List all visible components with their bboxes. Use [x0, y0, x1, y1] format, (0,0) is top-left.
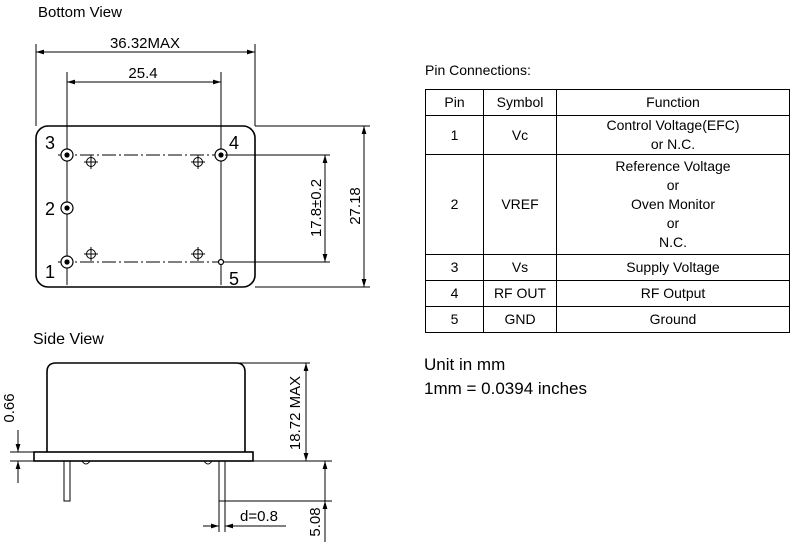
- pin-2-marker: [60, 201, 74, 215]
- bottom-view-title: Bottom View: [38, 4, 122, 21]
- cell-function: RF Output: [556, 280, 790, 307]
- function-line: Reference Voltage: [615, 158, 731, 174]
- cell-symbol: Vs: [483, 254, 557, 281]
- dim-pin-spacing-x: 25.4: [128, 65, 157, 82]
- unit-note: Unit in mm: [424, 355, 506, 374]
- oscillator-base-side: [33, 451, 254, 462]
- dim-overall-height: 27.18: [347, 187, 364, 225]
- function-line: Oven Monitor: [630, 196, 716, 212]
- table-row: 4 RF OUT RF Output: [425, 280, 790, 307]
- bottom-view: 36.32MAX 25.4: [35, 35, 370, 289]
- table-header-row: Pin Symbol Function: [425, 89, 790, 116]
- pin-5-marker: [217, 258, 225, 266]
- standoff-marker: [84, 247, 98, 261]
- cell-symbol: RF OUT: [483, 280, 557, 307]
- cell-function: Reference Voltage or Oven Monitor or N.C…: [556, 154, 790, 255]
- dim-overall-width: 36.32MAX: [110, 35, 180, 52]
- cell-function: Control Voltage(EFC) or N.C.: [556, 115, 790, 155]
- pin-4-marker: [214, 148, 228, 162]
- table-row: 2 VREF Reference Voltage or Oven Monitor…: [425, 154, 790, 255]
- pin-connections-table: Pin Symbol Function 1 Vc Control Voltage…: [425, 89, 790, 333]
- dim-pin-spacing-y: 17.8±0.2: [308, 179, 325, 237]
- cell-pin: 4: [425, 280, 484, 307]
- cell-symbol: Vc: [483, 115, 557, 155]
- function-line: Control Voltage(EFC): [606, 117, 740, 133]
- cell-function: Ground: [556, 306, 790, 333]
- pin-1-marker: [60, 255, 74, 269]
- function-line: Ground: [649, 311, 697, 327]
- cell-pin: 3: [425, 254, 484, 281]
- dim-body-height: 18.72 MAX: [287, 376, 304, 450]
- cell-symbol: GND: [483, 306, 557, 333]
- function-line: RF Output: [640, 285, 706, 301]
- pin-label-1: 1: [45, 262, 55, 282]
- cell-pin: 1: [425, 115, 484, 155]
- side-view: 18.72 MAX 0.66 5.08 d=0.8: [1, 362, 332, 542]
- oscillator-body-bottom: [35, 125, 256, 288]
- function-line: Supply Voltage: [626, 259, 720, 275]
- table-row: 3 Vs Supply Voltage: [425, 254, 790, 281]
- header-symbol: Symbol: [483, 89, 557, 116]
- side-view-title: Side View: [33, 331, 104, 348]
- table-row: 5 GND Ground: [425, 306, 790, 333]
- cell-pin: 5: [425, 306, 484, 333]
- conversion-note: 1mm = 0.0394 inches: [424, 379, 588, 398]
- standoff-marker: [191, 247, 205, 261]
- dim-lead-diameter: d=0.8: [240, 508, 278, 525]
- pin-label-3: 3: [45, 133, 55, 153]
- pin-label-2: 2: [45, 199, 55, 219]
- standoff-marker: [84, 155, 98, 169]
- pin-3-marker: [60, 148, 74, 162]
- function-line: or N.C.: [650, 136, 696, 152]
- standoff-marker: [191, 155, 205, 169]
- lead-right: [218, 460, 226, 502]
- oscillator-can-side: [46, 362, 246, 452]
- function-line: or: [666, 177, 680, 193]
- dim-lead-length: 5.08: [307, 507, 324, 536]
- lead-left: [63, 460, 71, 502]
- function-line: or: [666, 215, 680, 231]
- header-pin: Pin: [425, 89, 484, 116]
- pin-label-5: 5: [229, 269, 239, 289]
- header-function: Function: [556, 89, 790, 116]
- table-row: 1 Vc Control Voltage(EFC) or N.C.: [425, 115, 790, 155]
- pin-connections-title: Pin Connections:: [425, 62, 531, 78]
- dim-base-thickness: 0.66: [1, 393, 18, 422]
- cell-function: Supply Voltage: [556, 254, 790, 281]
- pin-label-4: 4: [229, 133, 239, 153]
- function-line: N.C.: [659, 234, 687, 250]
- cell-symbol: VREF: [483, 154, 557, 255]
- cell-pin: 2: [425, 154, 484, 255]
